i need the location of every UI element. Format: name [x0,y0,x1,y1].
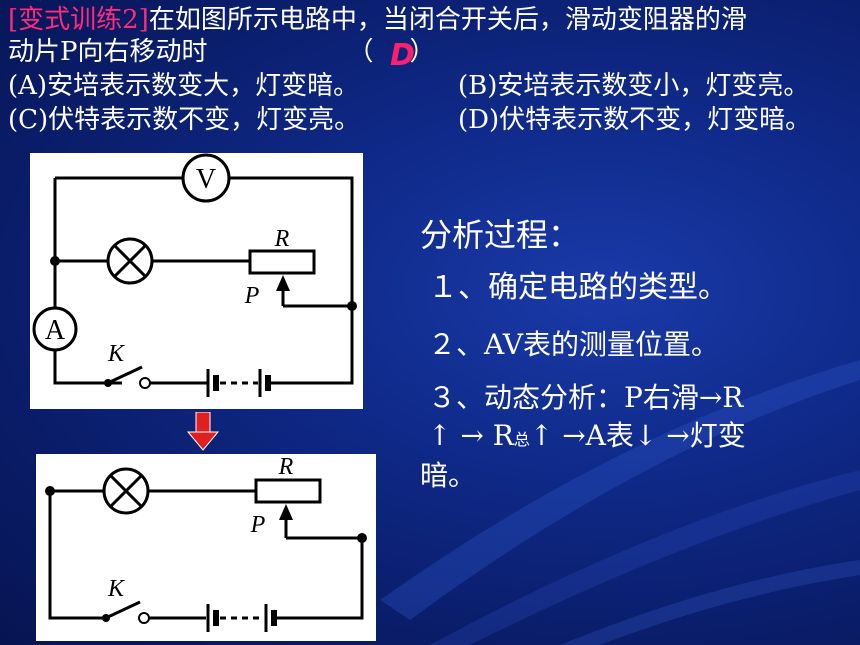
rheostat-label: R [274,226,290,252]
slider-arrow-icon-bottom [279,504,293,520]
paren-open: （ [347,37,374,67]
battery-icon-bottom [206,604,277,632]
analysis-step-3-subscript: 总 [513,430,530,449]
circuit-diagram-top: V R P A K [30,153,363,409]
analysis-step-2: ２、AV表的测量位置。 [428,328,720,361]
exercise-tag: [变式训练2] [8,5,149,35]
answer-mark: D [390,38,415,73]
analysis-step-3-part-b: ↑ →A表↓ →灯变 [529,419,746,452]
analysis-step-3-part-a: ↑ → R [428,419,514,452]
analysis-step-3-line-2: ↑ → R总↑ →A表↓ →灯变 [428,414,746,454]
rheostat-label-bottom: R [278,454,294,480]
analysis-step-1: １、确定电路的类型。 [428,270,728,305]
analysis-title: 分析过程： [420,216,581,254]
slider-arrow-icon [276,275,290,291]
option-c[interactable]: (C)伏特表示数不变，灯变亮。 [8,105,361,135]
option-b[interactable]: (B)安培表示数变小，灯变亮。 [458,71,810,101]
question-text-1: 在如图所示电路中，当闭合开关后，滑动变阻器的滑 [148,5,747,35]
circuit-diagram-bottom: R P K [36,454,376,641]
question-line-2: 动片P向右移动时 （ ） [8,36,436,68]
battery-icon [206,369,271,397]
ammeter-label: A [45,315,66,346]
down-arrow-icon [186,412,220,451]
switch-label-bottom: K [107,576,126,602]
analysis-step-3-line-3: 暗。 [420,459,477,492]
slider-label: P [244,283,260,309]
option-a[interactable]: (A)安培表示数变大，灯变暗。 [8,71,360,101]
switch-label: K [107,341,126,367]
paren-close: ） [409,37,436,67]
analysis-step-3-line-1: ３、动态分析：P右滑→R [428,381,744,414]
ammeter-icon [32,306,78,352]
rheostat-icon-bottom [254,478,322,504]
option-d[interactable]: (D)伏特表示数不变，灯变暗。 [458,105,812,135]
rheostat-icon [248,249,316,275]
voltmeter-icon [181,153,231,203]
voltmeter-label: V [196,164,216,195]
slider-label-bottom: P [250,512,266,538]
question-text-2: 动片P向右移动时 [8,37,208,67]
question-line-1: [变式训练2]在如图所示电路中，当闭合开关后，滑动变阻器的滑 [8,4,747,36]
